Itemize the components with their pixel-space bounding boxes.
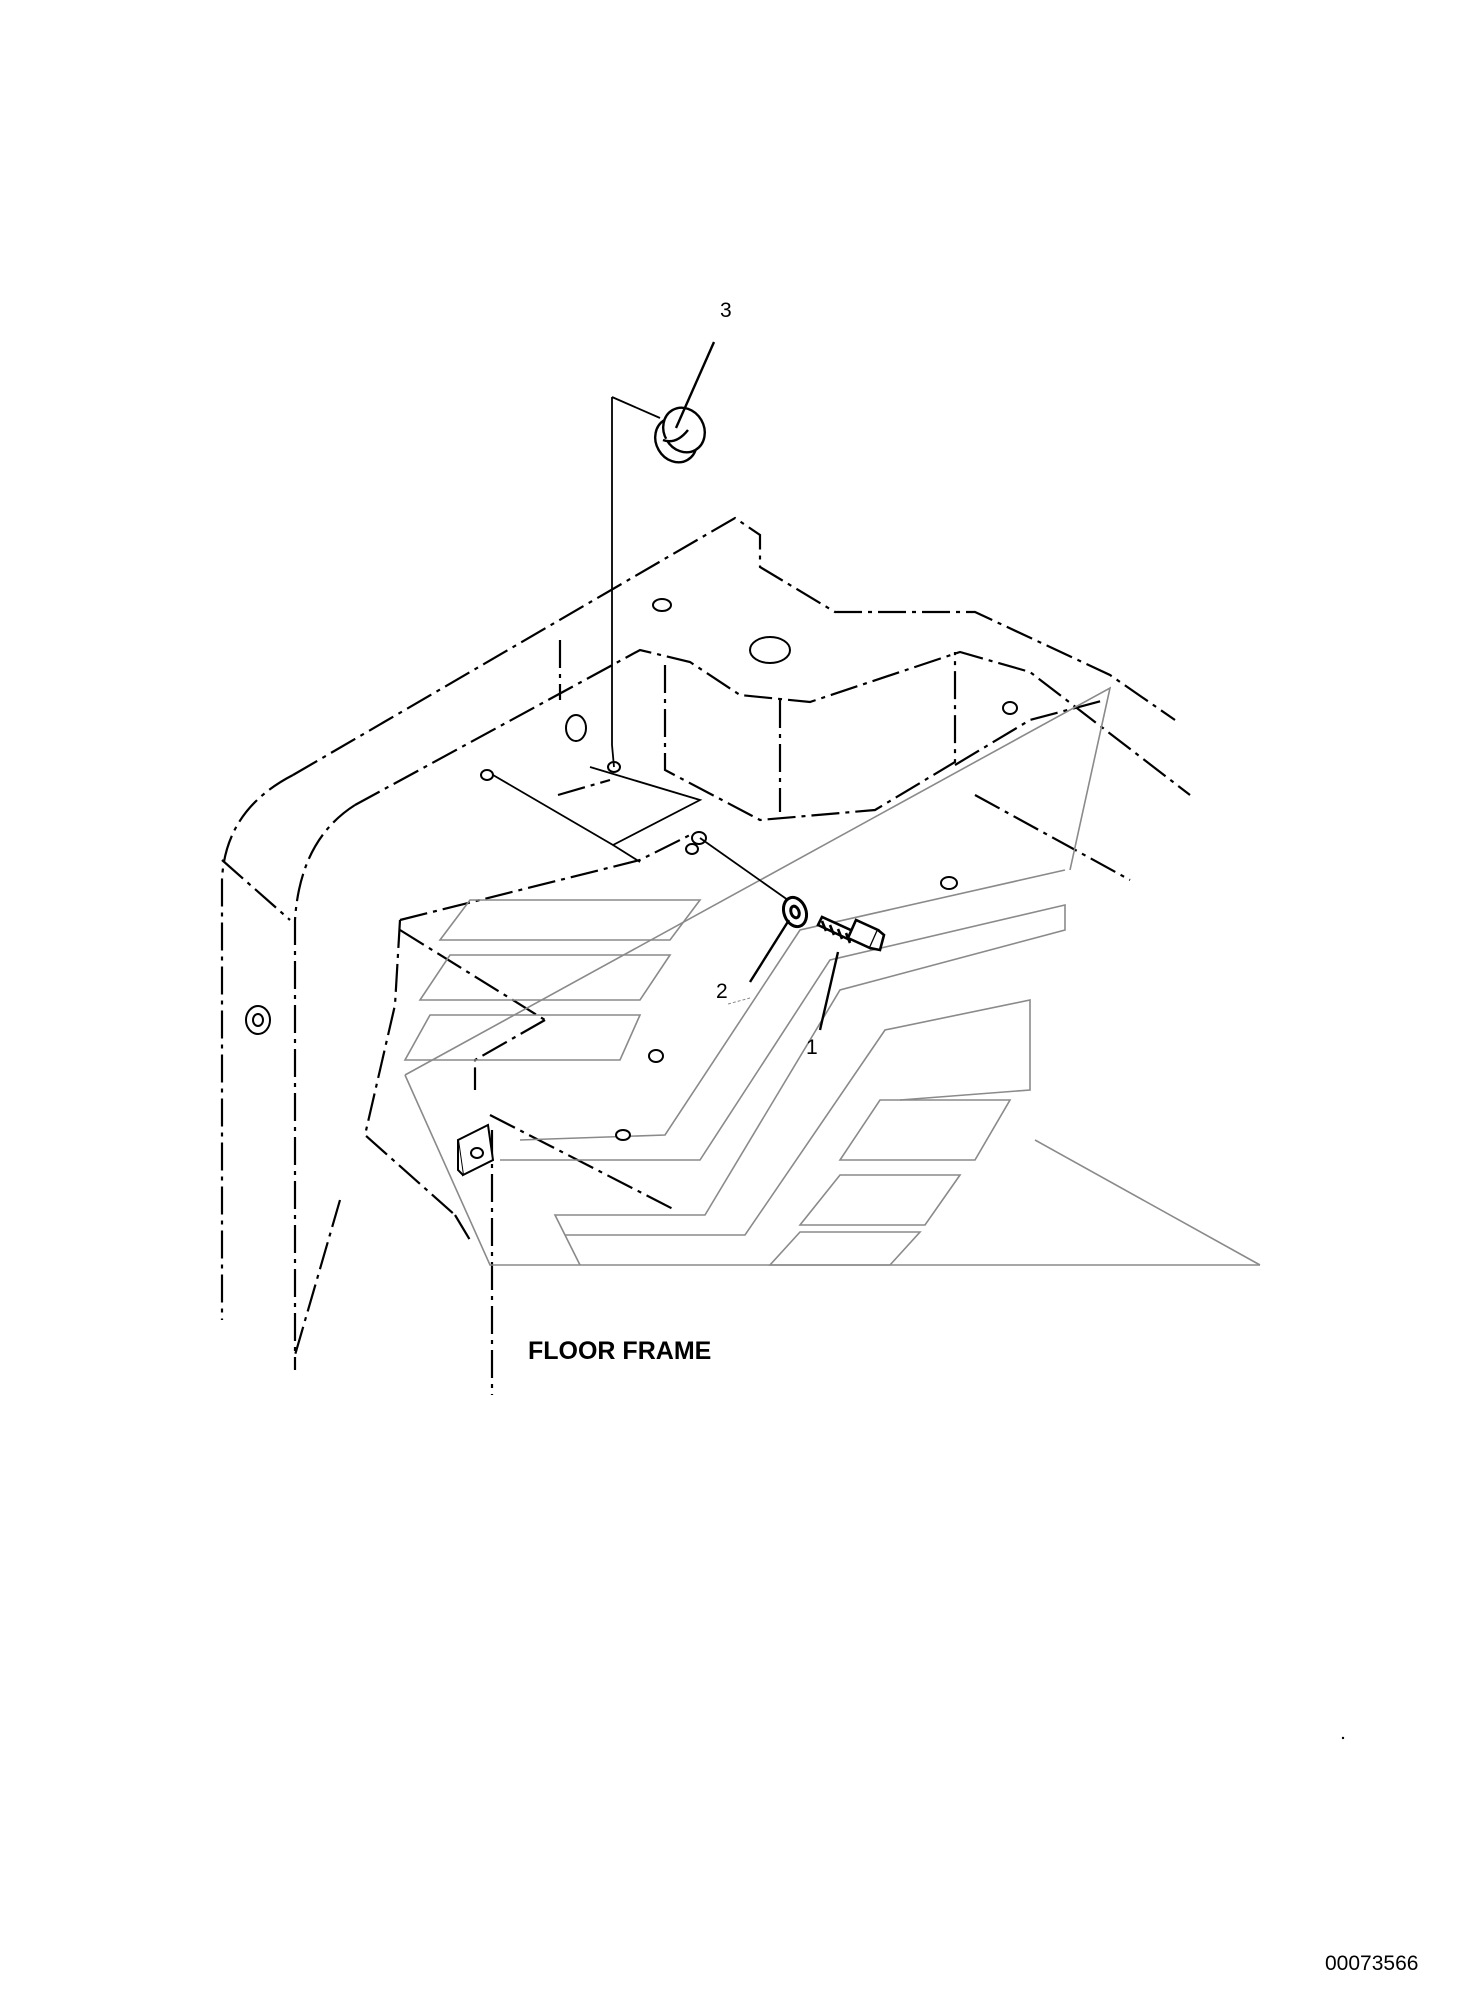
mounting-holes	[245, 598, 1018, 1141]
hole	[749, 636, 791, 664]
hole	[565, 714, 587, 742]
callout-3: 3	[720, 299, 732, 322]
leader-1	[818, 951, 840, 1031]
hole	[685, 843, 699, 855]
callout-1: 1	[806, 1036, 818, 1059]
callout-2: 2	[716, 980, 728, 1003]
floor-frame-outline	[220, 516, 1191, 1395]
stray-dot	[1341, 1736, 1345, 1740]
callout-leaders	[674, 341, 840, 1031]
part-1-bolt	[816, 915, 886, 952]
hole	[252, 1013, 264, 1027]
leader-2	[748, 919, 791, 983]
part-3-plug	[654, 406, 706, 464]
drawing-number: 00073566	[1325, 1952, 1418, 1975]
leader-3	[674, 341, 716, 429]
floor-mat	[403, 686, 1261, 1266]
hole	[648, 1049, 664, 1063]
callout-dots	[727, 997, 751, 1005]
hole	[1002, 701, 1018, 715]
bracket	[456, 1123, 495, 1177]
hole	[480, 769, 494, 781]
assembly-lines	[492, 396, 796, 906]
hole	[615, 1129, 631, 1141]
hole	[940, 876, 958, 890]
hole	[652, 598, 672, 612]
floor-frame-caption: FLOOR FRAME	[528, 1337, 711, 1365]
part-2-washer	[781, 895, 809, 929]
hole	[691, 831, 707, 845]
